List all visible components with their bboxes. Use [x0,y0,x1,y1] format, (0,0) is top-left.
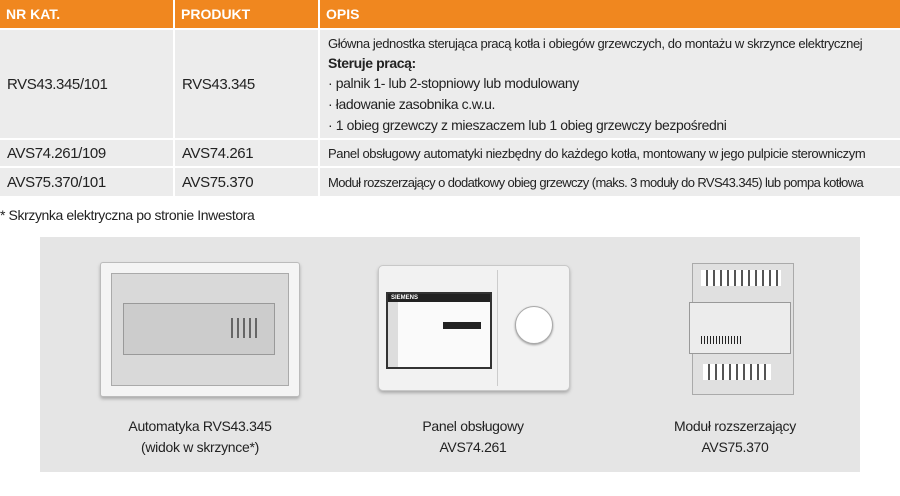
row1-opis-line1: Główna jednostka sterująca pracą kotła i… [328,36,863,51]
caption-avs75-line1: Moduł rozszerzający [674,418,796,434]
caption-rvs43: Automatyka RVS43.345 (widok w skrzynce*) [100,416,300,458]
expansion-module-image [689,263,794,395]
caption-avs75: Moduł rozszerzający AVS75.370 [635,416,835,458]
row1-opis-heading: Steruje pracą: [328,55,416,71]
siemens-logo: SIEMENS [388,294,490,302]
caption-rvs43-line2: (widok w skrzynce*) [141,439,259,455]
row1-produkt: RVS43.345 [182,76,255,93]
footnote: * Skrzynka elektryczna po stronie Inwest… [0,207,255,223]
row2-nr-cell [0,140,173,166]
row3-opis-cell [320,168,900,196]
caption-avs74: Panel obsługowy AVS74.261 [373,416,573,458]
row1-nr: RVS43.345/101 [7,76,108,93]
electrical-box-image [100,262,300,397]
knob [515,306,553,344]
row2-opis: Panel obsługowy automatyki niezbędny do … [328,146,866,161]
row1-nr-cell [0,30,173,138]
row3-produkt-cell [175,168,318,196]
row2-nr: AVS74.261/109 [7,145,106,162]
caption-avs74-line2: AVS74.261 [439,439,507,455]
row2-produkt: AVS74.261 [182,145,254,162]
row1-opis-line4: · ładowanie zasobnika c.w.u. [328,96,496,112]
caption-rvs43-line1: Automatyka RVS43.345 [128,418,272,434]
caption-avs74-line1: Panel obsługowy [422,418,524,434]
row3-nr: AVS75.370/101 [7,174,106,191]
header-nr-kat: NR KAT. [0,0,173,28]
header-opis: OPIS [320,0,900,28]
header-produkt: PRODUKT [175,0,318,28]
row2-produkt-cell [175,140,318,166]
row3-opis: Moduł rozszerzający o dodatkowy obieg gr… [328,175,864,190]
operator-panel-image: SIEMENS [378,265,570,391]
row3-nr-cell [0,168,173,196]
row1-produkt-cell [175,30,318,138]
row2-opis-cell [320,140,900,166]
row3-produkt: AVS75.370 [182,174,254,191]
row1-opis-line5: · 1 obieg grzewczy z mieszaczem lub 1 ob… [328,117,727,133]
caption-avs75-line2: AVS75.370 [701,439,769,455]
row1-opis-cell [320,30,900,138]
row1-opis-line3: · palnik 1- lub 2-stopniowy lub modulowa… [328,75,579,91]
